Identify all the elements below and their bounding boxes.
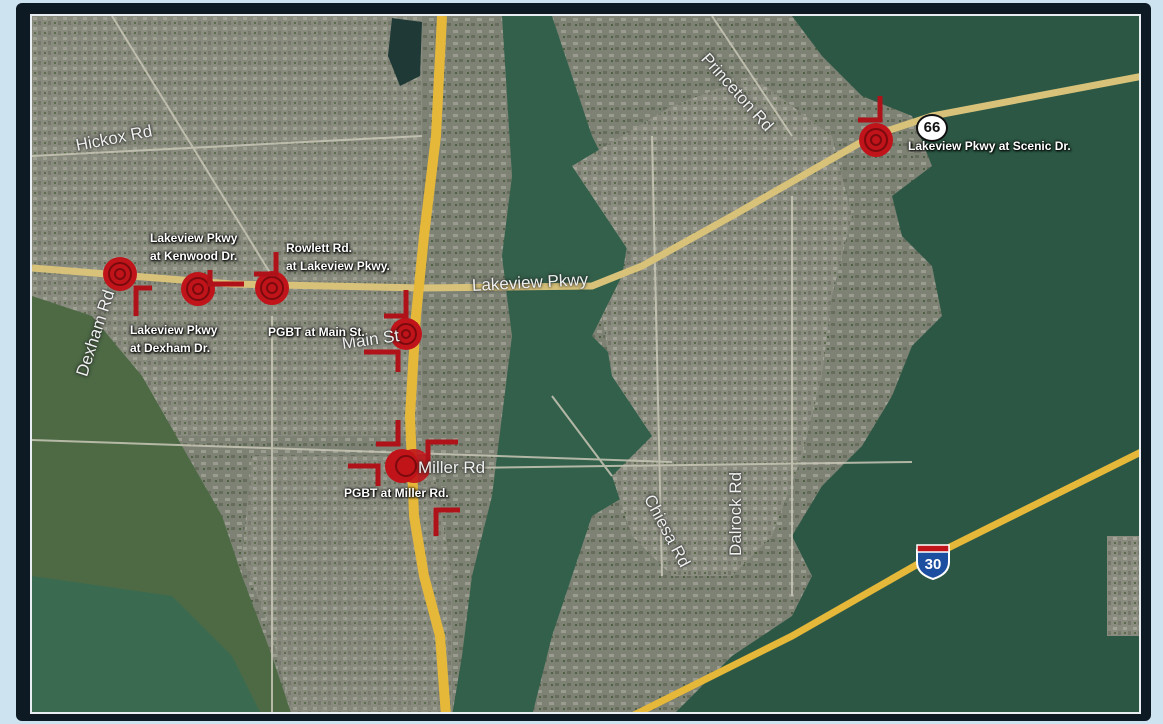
label-main: PGBT at Main St. <box>268 325 365 339</box>
label-rowlett-line1: Rowlett Rd. <box>286 241 352 255</box>
i30-highway <box>632 449 1139 712</box>
marker-kenwood[interactable] <box>181 272 215 306</box>
label-dexham-line1: Lakeview Pkwy <box>130 323 218 337</box>
peninsula-neighborhood <box>572 76 852 576</box>
lake-ray-hubbard-east <box>676 16 1139 712</box>
pond <box>388 18 422 86</box>
label-scenic: Lakeview Pkwy at Scenic Dr. <box>908 139 1071 153</box>
marker-scenic[interactable] <box>859 123 893 157</box>
turn-arrows <box>133 96 883 536</box>
label-dexham-line2: at Dexham Dr. <box>130 341 211 355</box>
lake-sw <box>32 576 260 712</box>
road-label-dalrock: Dalrock Rd <box>726 471 745 556</box>
road-label-miller: Miller Rd <box>418 458 486 477</box>
marker-miller[interactable] <box>385 449 431 483</box>
label-miller: PGBT at Miller Rd. <box>344 486 449 500</box>
marker-rowlett[interactable] <box>255 271 289 305</box>
sh66-shield-icon: 66 <box>916 114 948 142</box>
i30-shield-number: 30 <box>924 556 942 573</box>
marker-main[interactable] <box>390 318 422 350</box>
map-view[interactable]: Hickox Rd Dexham Rd Lakeview Pkwy Main S… <box>30 14 1141 714</box>
marker-dexham[interactable] <box>103 257 137 291</box>
east-shore <box>1107 536 1139 636</box>
label-rowlett-line2: at Lakeview Pkwy. <box>286 259 390 273</box>
map-canvas[interactable] <box>32 16 1141 714</box>
minor-roads <box>32 16 913 712</box>
label-kenwood-line2: at Kenwood Dr. <box>150 249 238 263</box>
pgbt-highway <box>404 16 451 712</box>
lakeview-pkwy <box>32 73 1139 292</box>
i30-shield-icon: 30 <box>914 542 952 580</box>
south-neighborhood <box>242 456 452 712</box>
label-kenwood-line1: Lakeview Pkwy <box>150 231 238 245</box>
